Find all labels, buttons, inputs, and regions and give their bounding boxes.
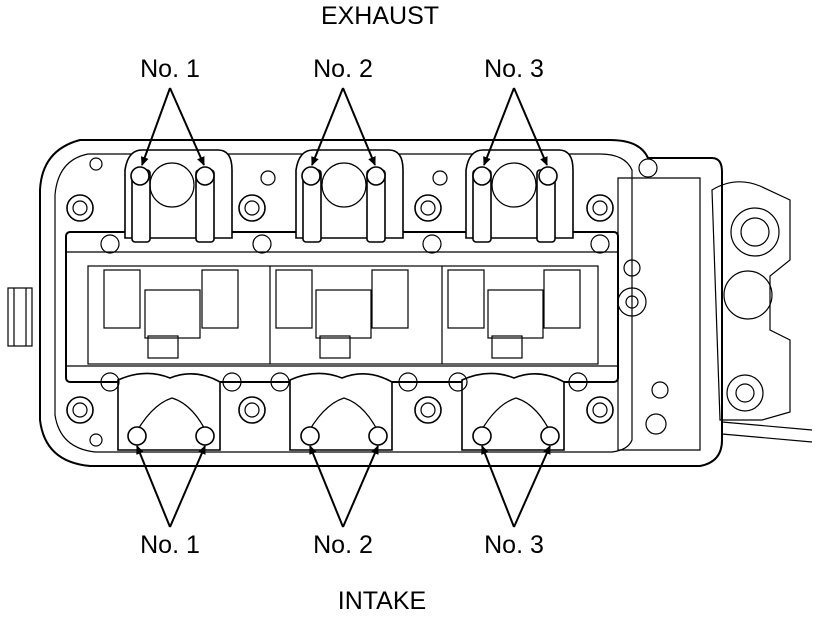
exhaust-arrows: [140, 87, 548, 166]
exhaust-cylinder-label-2: No. 2: [313, 55, 373, 83]
arrow-ex3-left: [483, 87, 515, 166]
arrow-ex3-right: [513, 87, 548, 166]
arrow-in1-right: [169, 445, 206, 528]
head-bolts: [66, 157, 614, 447]
arrow-in2-right: [342, 445, 379, 528]
exhaust-cylinder-label-3: No. 3: [484, 55, 544, 83]
arrow-ex2-right: [342, 87, 376, 166]
intake-cylinder-label-3: No. 3: [484, 531, 544, 559]
cylinder-head-drawing: [7, 139, 813, 467]
arrow-in1-left: [136, 445, 171, 528]
intake-arrows: [136, 445, 551, 528]
intake-cylinder-label-1: No. 1: [140, 531, 200, 559]
cylinder-2-valvetrain: [275, 149, 409, 451]
intake-cylinder-label-2: No. 2: [313, 531, 373, 559]
intake-label: INTAKE: [338, 587, 426, 615]
arrow-ex1-right: [169, 87, 205, 166]
arrow-in3-right: [513, 445, 551, 528]
arrow-ex2-left: [311, 87, 344, 166]
exhaust-cylinder-label-1: No. 1: [140, 55, 200, 83]
cylinder-3-valvetrain: [447, 149, 581, 451]
arrow-ex1-left: [140, 87, 171, 166]
exhaust-label: EXHAUST: [321, 2, 439, 30]
arrow-in3-left: [481, 445, 515, 528]
arrow-in2-left: [309, 445, 344, 528]
cylinder-1-valvetrain: [103, 149, 239, 451]
